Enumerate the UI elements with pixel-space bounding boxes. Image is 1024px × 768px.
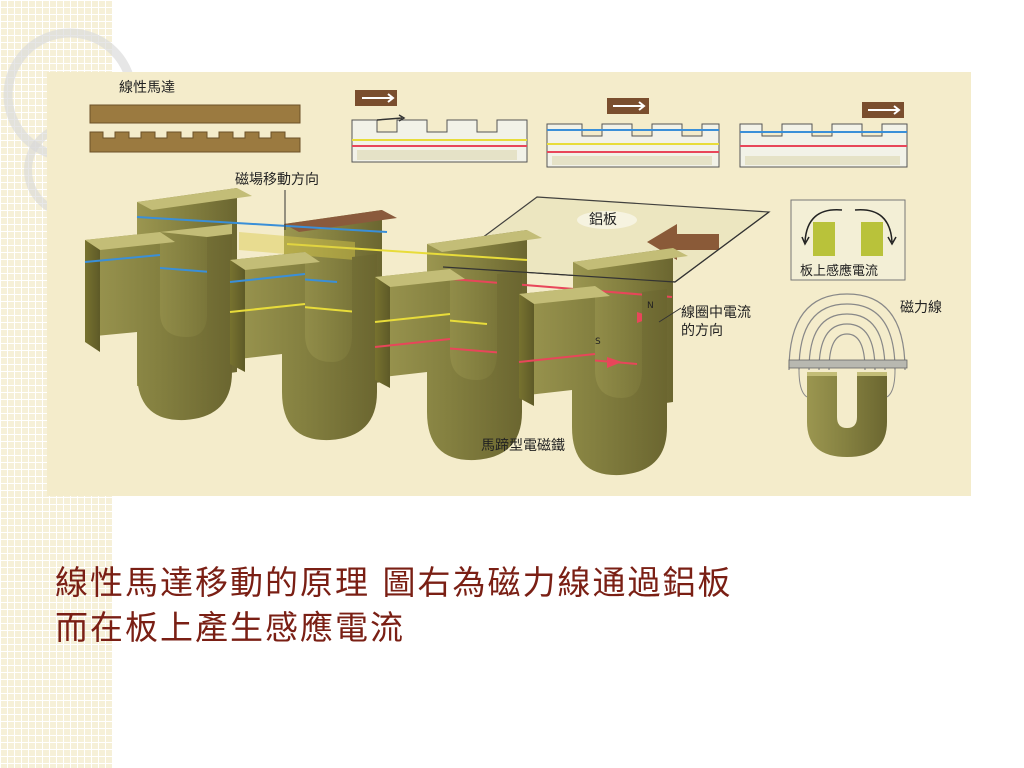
- magnet-front-2: [229, 252, 377, 441]
- label-coil-current-line1: 線圈中電流: [681, 305, 751, 321]
- magnet-front-1: [84, 224, 232, 421]
- sequence-panel-3: [739, 102, 908, 168]
- motor-bar-schematic: [89, 104, 301, 153]
- magnetic-lines-inset: [788, 293, 908, 457]
- slide-caption: 線性馬達移動的原理 圖右為磁力線通過鋁板 而在板上產生感應電流: [55, 560, 985, 650]
- label-magnetic-lines: 磁力線: [900, 300, 942, 316]
- caption-line-2: 而在板上產生感應電流: [55, 608, 405, 647]
- caption-line-1: 線性馬達移動的原理 圖右為磁力線通過鋁板: [55, 563, 733, 602]
- diagram-artwork: [84, 90, 908, 476]
- label-aluminum-plate: 鋁板: [589, 212, 617, 228]
- label-coil-current-line2: 的方向: [681, 323, 723, 339]
- label-linear-motor: 線性馬達: [119, 80, 175, 96]
- label-horseshoe-magnet: 馬蹄型電磁鐵: [481, 438, 565, 454]
- magnet-front-4: [518, 286, 667, 476]
- sequence-panel-2: [546, 98, 720, 168]
- label-field-direction: 磁場移動方向: [235, 172, 319, 188]
- induced-current-inset: [790, 199, 906, 281]
- sequence-panel-1: [351, 90, 528, 163]
- label-induced-current: 板上感應電流: [800, 264, 879, 279]
- linear-motor-diagram: 線性馬達 磁場移動方向 鋁板 板上感應電流 磁力線 線圈中電流 的方向 馬蹄型電…: [47, 72, 971, 496]
- magnet-front-3: [374, 269, 522, 461]
- label-south-pole: S: [595, 337, 601, 347]
- label-north-pole: N: [647, 301, 654, 311]
